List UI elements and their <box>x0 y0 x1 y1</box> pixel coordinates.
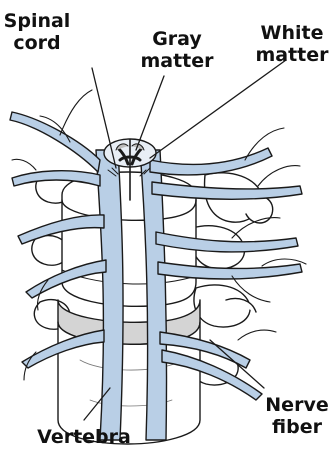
nerve-fibers <box>10 112 302 440</box>
vertebra <box>58 172 200 444</box>
vertebra-label: Vertebra <box>28 426 140 448</box>
gray-matter-label: Gray matter <box>140 28 214 72</box>
nerve-fiber-label: Nerve fiber <box>264 394 330 438</box>
spinal-cord-label: Spinal cord <box>2 10 72 54</box>
white-matter-label: White matter <box>254 22 330 66</box>
